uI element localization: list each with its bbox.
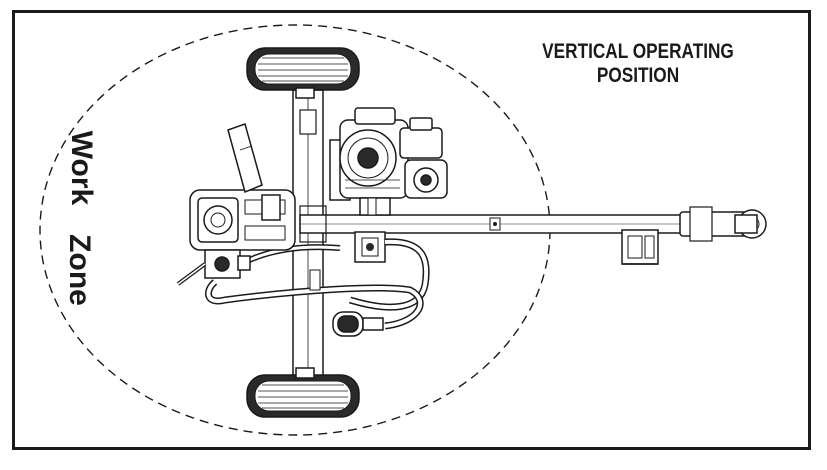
wedge-plate xyxy=(227,123,281,221)
work-zone-label-zone: Zone xyxy=(63,234,96,306)
axle-bracket-lower xyxy=(309,269,321,291)
log-splitter-machine xyxy=(176,47,767,418)
diagram-title: VERTICAL OPERATING POSITION xyxy=(523,40,753,88)
handle-bracket xyxy=(621,229,659,265)
title-line-2: POSITION xyxy=(596,64,680,87)
beam-plate xyxy=(299,205,327,243)
bottom-wheel xyxy=(246,367,360,418)
title-line-1: VERTICAL OPERATING xyxy=(542,40,734,63)
hydraulic-pump xyxy=(354,231,386,263)
engine xyxy=(329,107,448,216)
tow-hitch xyxy=(679,206,767,242)
hydraulic-filter xyxy=(332,311,384,337)
top-wheel xyxy=(246,47,360,99)
hydraulic-hoses xyxy=(205,238,430,330)
axle-bracket xyxy=(299,109,317,135)
work-zone-label-work: Work xyxy=(65,131,98,206)
